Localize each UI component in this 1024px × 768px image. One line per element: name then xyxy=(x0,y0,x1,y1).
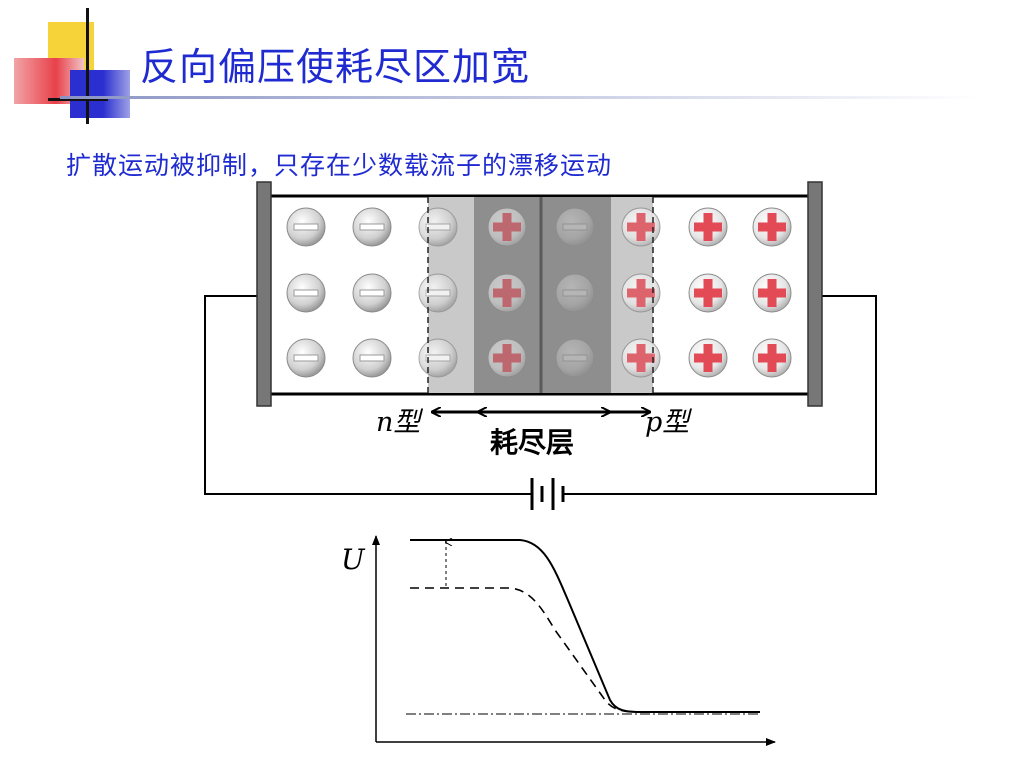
positive-ion xyxy=(621,207,661,247)
slide-subtitle: 扩散运动被抑制，只存在少数载流子的漂移运动 xyxy=(66,151,613,180)
logo-blue-block xyxy=(70,70,130,118)
depletion-boundaries xyxy=(427,197,654,393)
battery-symbol xyxy=(530,478,565,510)
ion-array xyxy=(286,207,792,378)
potential-plot: U xyxy=(341,535,776,746)
positive-ion xyxy=(752,207,792,247)
depletion-layer-label: 耗尽层 xyxy=(490,426,574,459)
negative-ion xyxy=(286,207,326,247)
logo-vertical-line xyxy=(86,8,89,124)
positive-ion xyxy=(487,338,527,378)
equilibrium-potential-curve xyxy=(410,587,760,713)
positive-ion xyxy=(688,273,728,313)
negative-ion xyxy=(418,273,458,313)
positive-ion xyxy=(752,273,792,313)
positive-ion xyxy=(621,338,661,378)
negative-ion xyxy=(555,273,595,313)
negative-ion xyxy=(352,207,392,247)
positive-ion xyxy=(752,338,792,378)
negative-ion xyxy=(555,207,595,247)
negative-ion xyxy=(555,338,595,378)
title-divider xyxy=(60,96,980,99)
negative-ion xyxy=(286,338,326,378)
electrode-left xyxy=(256,181,272,407)
circuit-wire xyxy=(204,295,877,495)
positive-ion xyxy=(688,207,728,247)
negative-ion xyxy=(352,273,392,313)
negative-ion xyxy=(418,207,458,247)
electrode-right xyxy=(807,181,823,407)
logo-horizontal-line xyxy=(48,98,108,101)
n-type-label: n型 xyxy=(376,407,423,438)
reverse-bias-potential-curve xyxy=(410,539,760,713)
slide-title: 反向偏压使耗尽区加宽 xyxy=(140,45,531,89)
positive-ion xyxy=(487,207,527,247)
y-axis-label: U xyxy=(341,543,366,576)
positive-ion xyxy=(621,273,661,313)
positive-ion xyxy=(688,338,728,378)
positive-ion xyxy=(487,273,527,313)
p-type-label: p型 xyxy=(645,407,692,438)
negative-ion xyxy=(352,338,392,378)
negative-ion xyxy=(418,338,458,378)
negative-ion xyxy=(286,273,326,313)
